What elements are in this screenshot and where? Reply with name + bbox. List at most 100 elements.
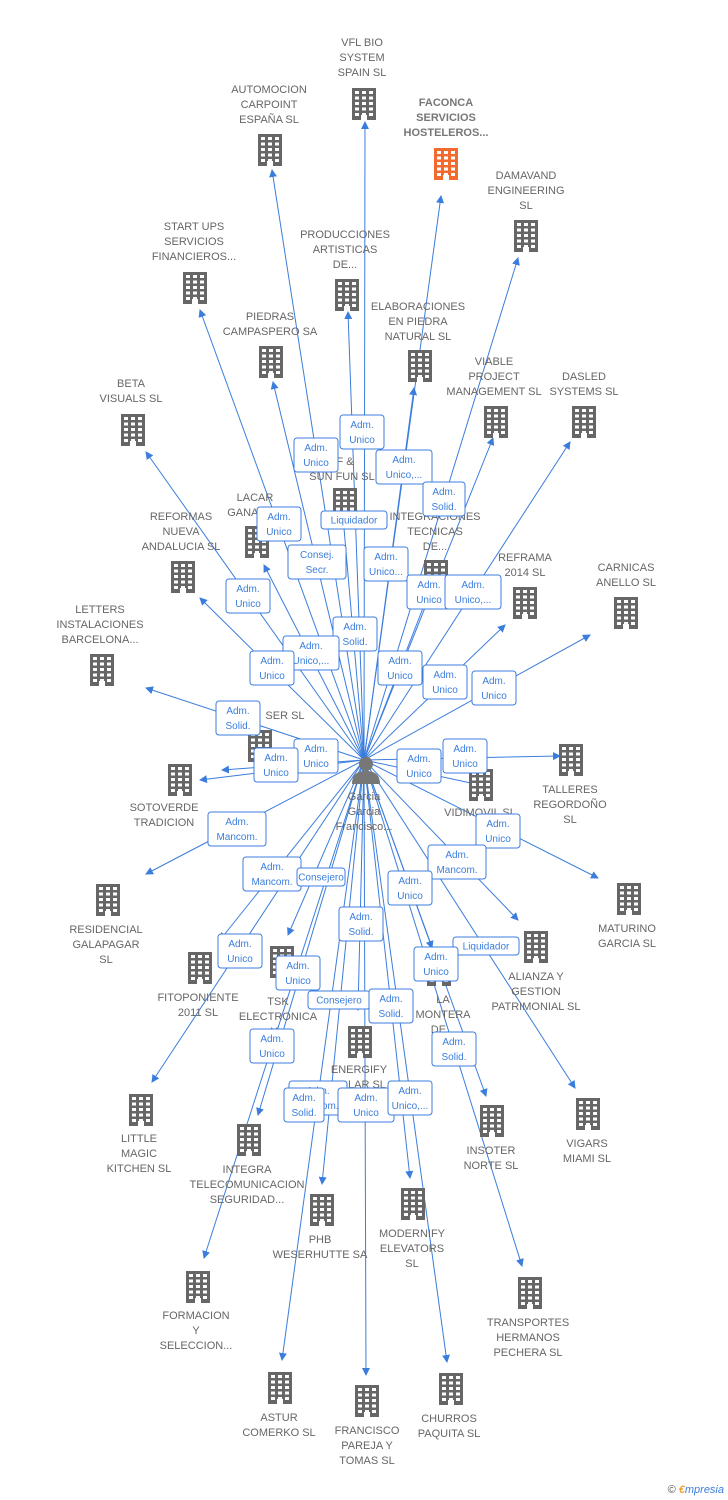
badge-text: Adm. (228, 939, 251, 950)
building-icon (518, 1277, 542, 1309)
badge-text: Unico... (369, 567, 403, 578)
badge-text: Unico,... (455, 595, 492, 606)
role-badge: Adm.Unico (377, 650, 423, 686)
badge-text: Adm. (349, 912, 372, 923)
building-icon (439, 1373, 463, 1405)
company-label-line: MODERNIFY (379, 1228, 446, 1240)
building-icon (572, 406, 596, 438)
badge-text: Adm. (392, 455, 415, 466)
company-label-line: KITCHEN SL (107, 1163, 172, 1175)
company-node-startups[interactable]: START UPSSERVICIOSFINANCIEROS... (152, 221, 236, 304)
badge-text: Adm. (299, 641, 322, 652)
company-label-line: TRADICION (134, 817, 195, 829)
company-node-formacion[interactable]: FORMACIONYSELECCION... (160, 1271, 233, 1352)
edge-energify (354, 759, 365, 1011)
company-label-line: SL (405, 1258, 418, 1270)
company-label-line: MANAGEMENT SL (446, 386, 541, 398)
company-label-line: TRANSPORTES (487, 1317, 569, 1329)
badge-text: Solid. (431, 502, 456, 513)
company-label-line: SL (99, 954, 112, 966)
badge-text: Liquidador (331, 516, 378, 527)
edge-transportes (363, 759, 524, 1267)
building-icon (513, 587, 537, 619)
company-label-line: WESERHUTTE SA (273, 1249, 368, 1261)
badge-text: Adm. (304, 744, 327, 755)
company-label-line: DASLED (562, 371, 606, 383)
badge-text: Unico (353, 1108, 379, 1119)
company-label-line: ARTISTICAS (313, 244, 378, 256)
company-node-producciones[interactable]: PRODUCCIONESARTISTICASDE... (300, 229, 390, 311)
company-label-line: DE... (423, 541, 447, 553)
role-badge: Adm.Unico (225, 578, 271, 614)
company-label-line: HOSTELEROS... (404, 127, 489, 139)
building-icon (168, 764, 192, 796)
badge-text: Unico (259, 671, 285, 682)
building-icon (335, 279, 359, 311)
company-label-line: PECHERA SL (493, 1347, 562, 1359)
company-label-line: TALLERES (542, 784, 597, 796)
company-label-line: SUN FUN SL (309, 471, 374, 483)
role-badge: Adm.Unico (249, 1028, 295, 1064)
company-node-integra[interactable]: INTEGRATELECOMUNICACIONSEGURIDAD... (190, 1124, 305, 1206)
company-node-letters[interactable]: LETTERSINSTALACIONESBARCELONA... (56, 604, 144, 686)
company-label-line: MIAMI SL (563, 1153, 611, 1165)
role-badge: Consejero (296, 867, 346, 887)
company-label-line: REGORDOÑO (533, 798, 607, 811)
company-label-line: NUEVA (162, 526, 200, 538)
edge-alianza (363, 759, 519, 921)
company-label-line: RESIDENCIAL (69, 924, 142, 936)
company-label-line: MATURINO (598, 923, 656, 935)
role-badge: Adm.Unico,... (387, 1080, 433, 1116)
company-node-maturino[interactable]: MATURINO GARCIA SL (598, 883, 656, 950)
company-node-faconca[interactable]: FACONCASERVICIOSHOSTELEROS... (404, 97, 489, 180)
building-icon (90, 654, 114, 686)
badge-text: Adm. (374, 552, 397, 563)
company-label-line: FRANCISCO (335, 1425, 400, 1437)
role-badge: Adm.Solid. (332, 616, 378, 652)
company-label-line: GESTION (511, 986, 561, 998)
company-label-line: SYSTEM (339, 52, 384, 64)
company-label-line: NORTE SL (464, 1160, 519, 1172)
company-label-line: CAMPASPERO SA (223, 326, 318, 338)
empresia-brand[interactable]: © €mpresia (668, 1484, 724, 1496)
company-node-vidimovil[interactable]: VIDIMOVIL SL (444, 769, 516, 819)
company-label-line: GARCIA SL (598, 938, 656, 950)
company-label-line: ENGINEERING (487, 185, 564, 197)
role-badge: Adm.Unico (396, 748, 442, 784)
badge-text: Adm. (304, 443, 327, 454)
building-icon (121, 414, 145, 446)
center-person[interactable]: Garcia Garcia Francisco... (336, 757, 393, 833)
badge-text: Unico (303, 458, 329, 469)
role-badge: Adm.Unico (422, 664, 468, 700)
role-badge: Adm.Unico (387, 870, 433, 906)
role-badge: Adm.Solid. (431, 1031, 477, 1067)
badge-text: Adm. (398, 1086, 421, 1097)
building-icon (576, 1098, 600, 1130)
badge-text: Adm. (260, 656, 283, 667)
